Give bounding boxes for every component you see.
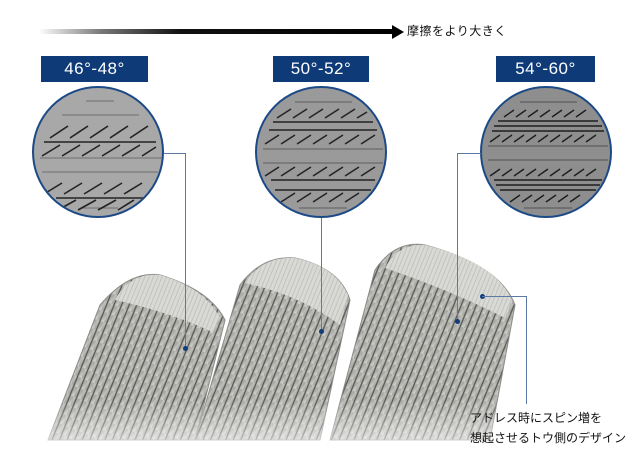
arrow-right-icon	[392, 25, 404, 39]
leader-line-46-48-vertical	[185, 153, 186, 348]
loft-badge-54-60: 54°-60°	[496, 56, 595, 82]
loft-badge-50-52: 50°-52°	[273, 56, 369, 82]
toe-design-caption: アドレス時にスピン増を 想起させるトウ側のデザイン	[470, 408, 626, 448]
wedge-head-54-60	[329, 243, 516, 441]
caption-line-1: アドレス時にスピン増を	[470, 411, 603, 425]
leader-line-54-60-horizontal	[457, 153, 481, 154]
friction-arrow-label: 摩擦をより大きく	[407, 24, 507, 38]
wedge-head-46-48	[47, 273, 226, 441]
leader-line-50-52	[321, 218, 322, 331]
leader-dot-50-52	[319, 329, 324, 334]
leader-line-toe-horizontal	[482, 296, 527, 297]
groove-detail-circle-54-60	[480, 86, 612, 218]
groove-pattern-medium	[263, 101, 383, 209]
caption-line-2: 想起させるトウ側のデザイン	[470, 431, 627, 445]
leader-line-toe-vertical	[526, 296, 527, 404]
loft-badge-46-48: 46°-48°	[41, 56, 148, 82]
leader-dot-54-60	[455, 319, 460, 324]
groove-detail-circle-50-52	[255, 86, 387, 218]
groove-pattern-tight	[488, 101, 608, 209]
leader-line-54-60-vertical	[457, 153, 458, 321]
groove-detail-circle-46-48	[32, 86, 164, 218]
leader-line-46-48-horizontal	[164, 153, 186, 154]
friction-arrow-shaft	[38, 29, 393, 34]
wedge-head-50-52	[194, 257, 351, 441]
groove-pattern-wide	[40, 100, 162, 211]
leader-dot-46-48	[183, 346, 188, 351]
